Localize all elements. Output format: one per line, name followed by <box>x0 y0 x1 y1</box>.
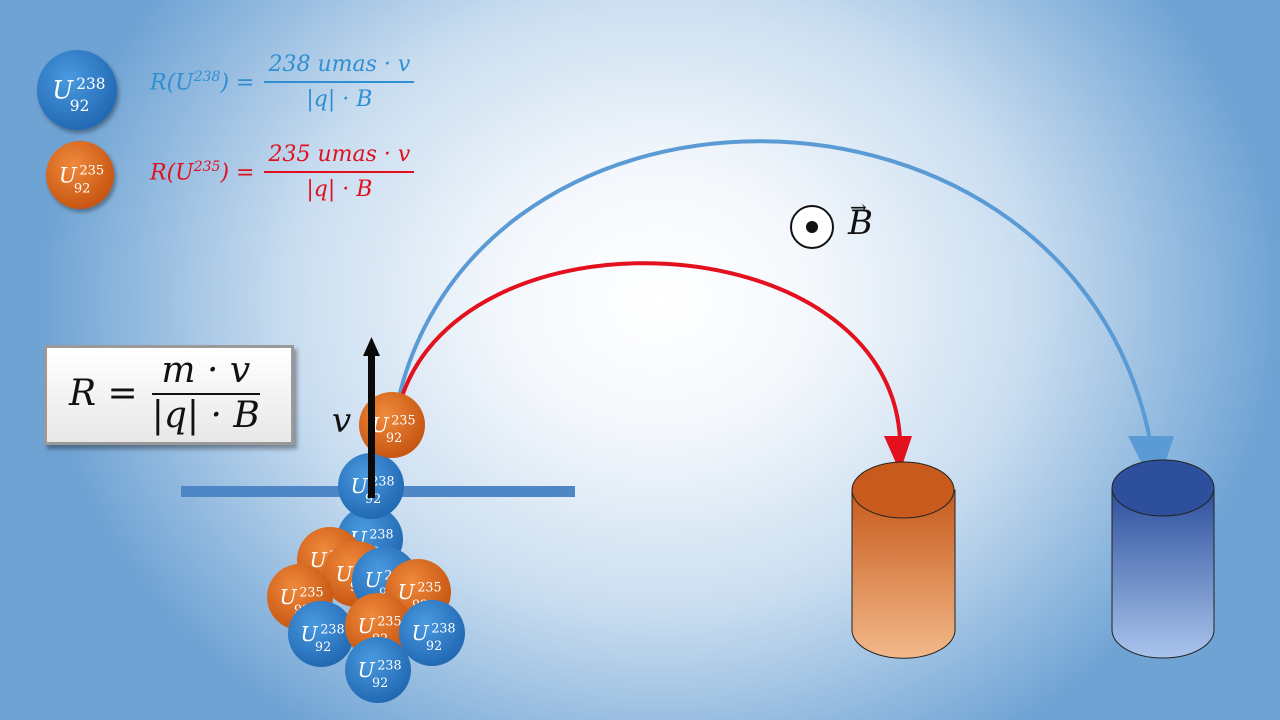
svg-text:U: U <box>412 621 430 645</box>
magnetic-field-indicator: → B <box>788 195 898 253</box>
velocity-arrow <box>363 337 380 498</box>
svg-text:U: U <box>280 585 298 609</box>
velocity-label: v <box>332 401 351 441</box>
main-numerator: m · v <box>151 350 260 395</box>
svg-text:235: 235 <box>391 412 415 427</box>
u235-numerator: 235 umas · v <box>264 142 415 173</box>
svg-text:U: U <box>365 568 383 592</box>
svg-text:238: 238 <box>76 75 105 93</box>
magnetic-field-label: B <box>848 203 873 243</box>
svg-text:92: 92 <box>315 639 331 654</box>
out-of-page-icon <box>790 205 834 249</box>
svg-text:92: 92 <box>386 430 402 445</box>
svg-text:92: 92 <box>426 638 442 653</box>
svg-text:235: 235 <box>299 584 323 599</box>
main-denominator: |q| · B <box>151 395 260 436</box>
svg-text:235: 235 <box>377 613 401 628</box>
svg-text:92: 92 <box>74 182 91 197</box>
svg-text:235: 235 <box>417 579 441 594</box>
svg-text:U: U <box>372 413 390 437</box>
svg-text:238: 238 <box>431 620 455 635</box>
svg-text:U: U <box>398 580 416 604</box>
u238-radius-formula: R(U238) =238 umas · v|q| · B <box>150 52 415 112</box>
vector-arrow-icon: → <box>850 195 867 219</box>
main-radius-formula-box: R =m · v|q| · B <box>44 345 294 445</box>
svg-text:92: 92 <box>70 97 90 115</box>
u235-collector <box>851 461 956 659</box>
svg-text:U: U <box>358 658 376 682</box>
svg-text:92: 92 <box>372 675 388 690</box>
svg-text:U: U <box>358 614 376 638</box>
svg-text:238: 238 <box>320 621 344 636</box>
svg-text:U: U <box>301 622 319 646</box>
svg-text:U: U <box>310 548 328 572</box>
u238-collector <box>1111 459 1215 659</box>
svg-text:238: 238 <box>370 473 394 488</box>
u235-trajectory <box>396 261 902 441</box>
u238-denominator: |q| · B <box>306 87 373 112</box>
u235-arrowhead <box>884 436 912 472</box>
svg-text:U: U <box>59 162 78 187</box>
u238-numerator: 238 umas · v <box>264 52 415 83</box>
svg-text:238: 238 <box>369 526 393 541</box>
u235-radius-formula: R(U235) =235 umas · v|q| · B <box>150 142 415 202</box>
svg-text:U: U <box>336 562 354 586</box>
u235-denominator: |q| · B <box>306 177 373 202</box>
main-radius-formula: R =m · v|q| · B <box>69 350 260 436</box>
svg-text:U: U <box>52 76 74 105</box>
atom-pile: U23892U23592U23592U23892U23592U23592U238… <box>267 392 465 703</box>
svg-text:235: 235 <box>79 163 104 178</box>
svg-text:238: 238 <box>377 657 401 672</box>
u238-trajectory <box>389 139 1154 451</box>
svg-text:U: U <box>351 474 369 498</box>
